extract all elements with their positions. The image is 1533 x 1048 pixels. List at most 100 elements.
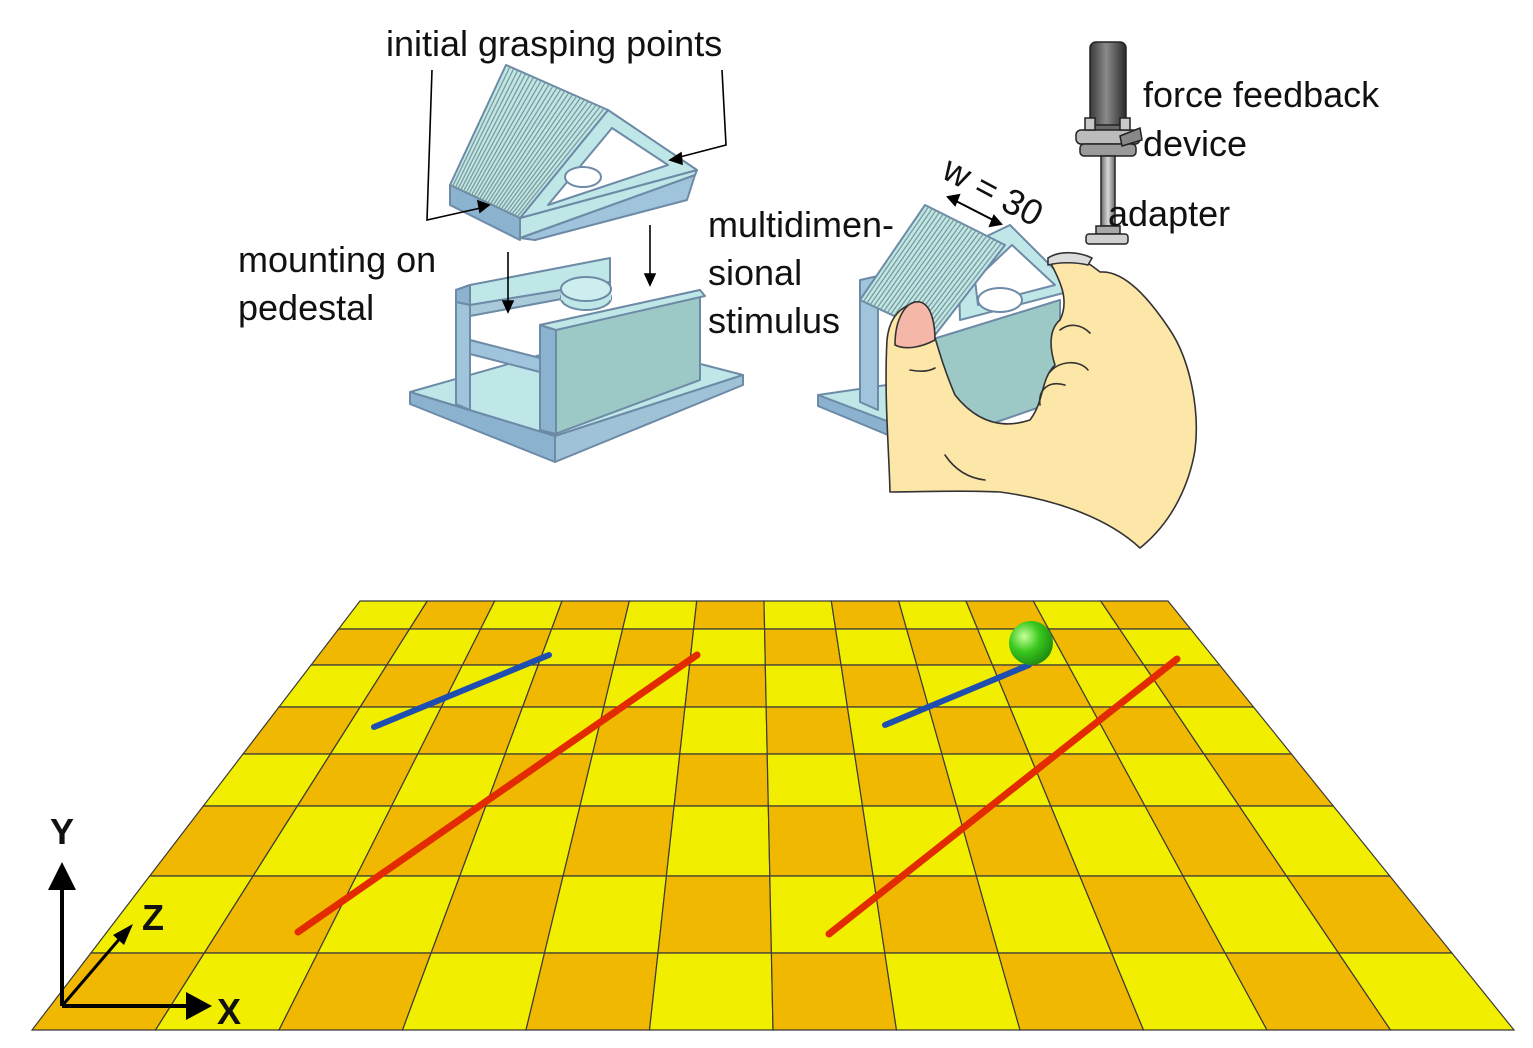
- ridge-line: [876, 213, 944, 309]
- board-tile: [688, 628, 766, 666]
- board-tile: [763, 628, 842, 666]
- pedestal-icon: [409, 257, 744, 463]
- ridge-line: [879, 215, 948, 310]
- x-axis-label: X: [217, 991, 241, 1032]
- ridge-line: [460, 71, 523, 191]
- board-tile: [840, 664, 930, 708]
- board-tile: [769, 875, 886, 954]
- ridge-line: [479, 83, 550, 200]
- ridge-line: [465, 75, 531, 193]
- label-mounting-line1: mounting on: [238, 239, 436, 280]
- board-tile: [621, 600, 698, 630]
- ridge-line: [457, 69, 519, 190]
- label-force-feedback-line1: force feedback: [1143, 74, 1380, 115]
- ridge-line: [924, 239, 995, 331]
- ridge-line: [920, 237, 992, 329]
- board-tile: [537, 628, 624, 666]
- ridge-line: [862, 206, 930, 302]
- ridge-line: [468, 76, 535, 195]
- label-initial-grasping-points: initial grasping points: [386, 23, 722, 64]
- ridge-line: [927, 241, 999, 333]
- label-mounting-line2: pedestal: [238, 287, 374, 328]
- label-stimulus-line2: sional: [708, 252, 802, 293]
- annotation-arrows-left: [426, 69, 727, 314]
- board-tile: [543, 875, 668, 954]
- board-tile: [613, 628, 695, 666]
- board-tile: [665, 805, 771, 877]
- board-tile: [692, 600, 766, 630]
- ridge-line: [487, 88, 562, 204]
- board-tile: [763, 600, 837, 630]
- board-tile: [830, 600, 908, 630]
- ridge-line: [514, 106, 601, 216]
- ridge-line: [505, 100, 589, 213]
- label-stimulus-line1: multidimen-: [708, 204, 894, 245]
- board-tile: [550, 600, 631, 630]
- ridge-line: [492, 92, 570, 206]
- board-tile: [766, 753, 864, 807]
- checkerboard-floor: [30, 600, 1516, 1031]
- board-tile: [1337, 952, 1516, 1031]
- board-tile: [521, 664, 615, 708]
- board-tile: [579, 753, 681, 807]
- ridge-line: [497, 95, 578, 209]
- ridge-line: [489, 90, 566, 205]
- ridge-line: [470, 78, 538, 196]
- board-tile: [767, 805, 874, 877]
- board-tile: [525, 952, 659, 1031]
- ridge-line: [511, 104, 597, 215]
- y-axis-arrow-icon: [48, 862, 76, 890]
- ridge-line: [481, 85, 554, 201]
- green-ball: [1009, 621, 1053, 665]
- red-line-left: [294, 651, 701, 936]
- ridge-line: [869, 210, 937, 306]
- ridge-line: [484, 87, 558, 202]
- ridge-line: [931, 242, 1002, 334]
- assembled-stimulus: [817, 204, 1076, 441]
- y-axis-label: Y: [50, 811, 74, 852]
- ridge-line: [890, 221, 959, 315]
- x-axis-arrow-icon: [186, 992, 212, 1020]
- ridge-line: [516, 107, 605, 218]
- board-tile: [684, 664, 767, 708]
- board-tile: [764, 664, 849, 708]
- label-force-feedback-line2: device: [1143, 123, 1247, 164]
- board-tile: [679, 706, 768, 755]
- blue-line-left: [371, 652, 552, 730]
- axes: Y X Z: [48, 811, 241, 1032]
- grasp-stimulus-icon: [449, 64, 698, 241]
- blue-line-right: [882, 662, 1032, 728]
- ridge-line: [462, 73, 527, 192]
- ridge-line: [452, 66, 511, 187]
- label-adapter: adapter: [1108, 193, 1230, 234]
- z-axis-label: Z: [142, 897, 164, 938]
- board-tile: [834, 628, 918, 666]
- ridge-line: [476, 81, 546, 199]
- floor-lines: [294, 621, 1181, 938]
- board-tile: [657, 875, 773, 954]
- board-tile: [562, 805, 675, 877]
- ridge-line: [500, 97, 582, 210]
- ridge-line: [883, 217, 952, 312]
- board-tile: [673, 753, 769, 807]
- label-stimulus-line3: stimulus: [708, 300, 840, 341]
- board-tile: [853, 753, 958, 807]
- board-tile: [884, 952, 1021, 1031]
- ridge-line: [893, 222, 962, 317]
- ridge-line: [873, 211, 941, 307]
- board-tile: [770, 952, 898, 1031]
- red-line-right: [825, 655, 1181, 938]
- ridge-line: [866, 208, 933, 304]
- ridge-line: [473, 80, 542, 197]
- ridge-line: [508, 102, 593, 214]
- force-feedback-device-icon: [1075, 41, 1143, 245]
- ridge-line: [886, 219, 955, 314]
- hand-icon: [885, 251, 1198, 549]
- ridge-line: [896, 224, 966, 318]
- board-tile: [648, 952, 774, 1031]
- board-tile: [897, 600, 979, 630]
- board-tile: [479, 600, 563, 630]
- board-tile: [765, 706, 856, 755]
- z-axis-arrow-icon: [113, 924, 133, 945]
